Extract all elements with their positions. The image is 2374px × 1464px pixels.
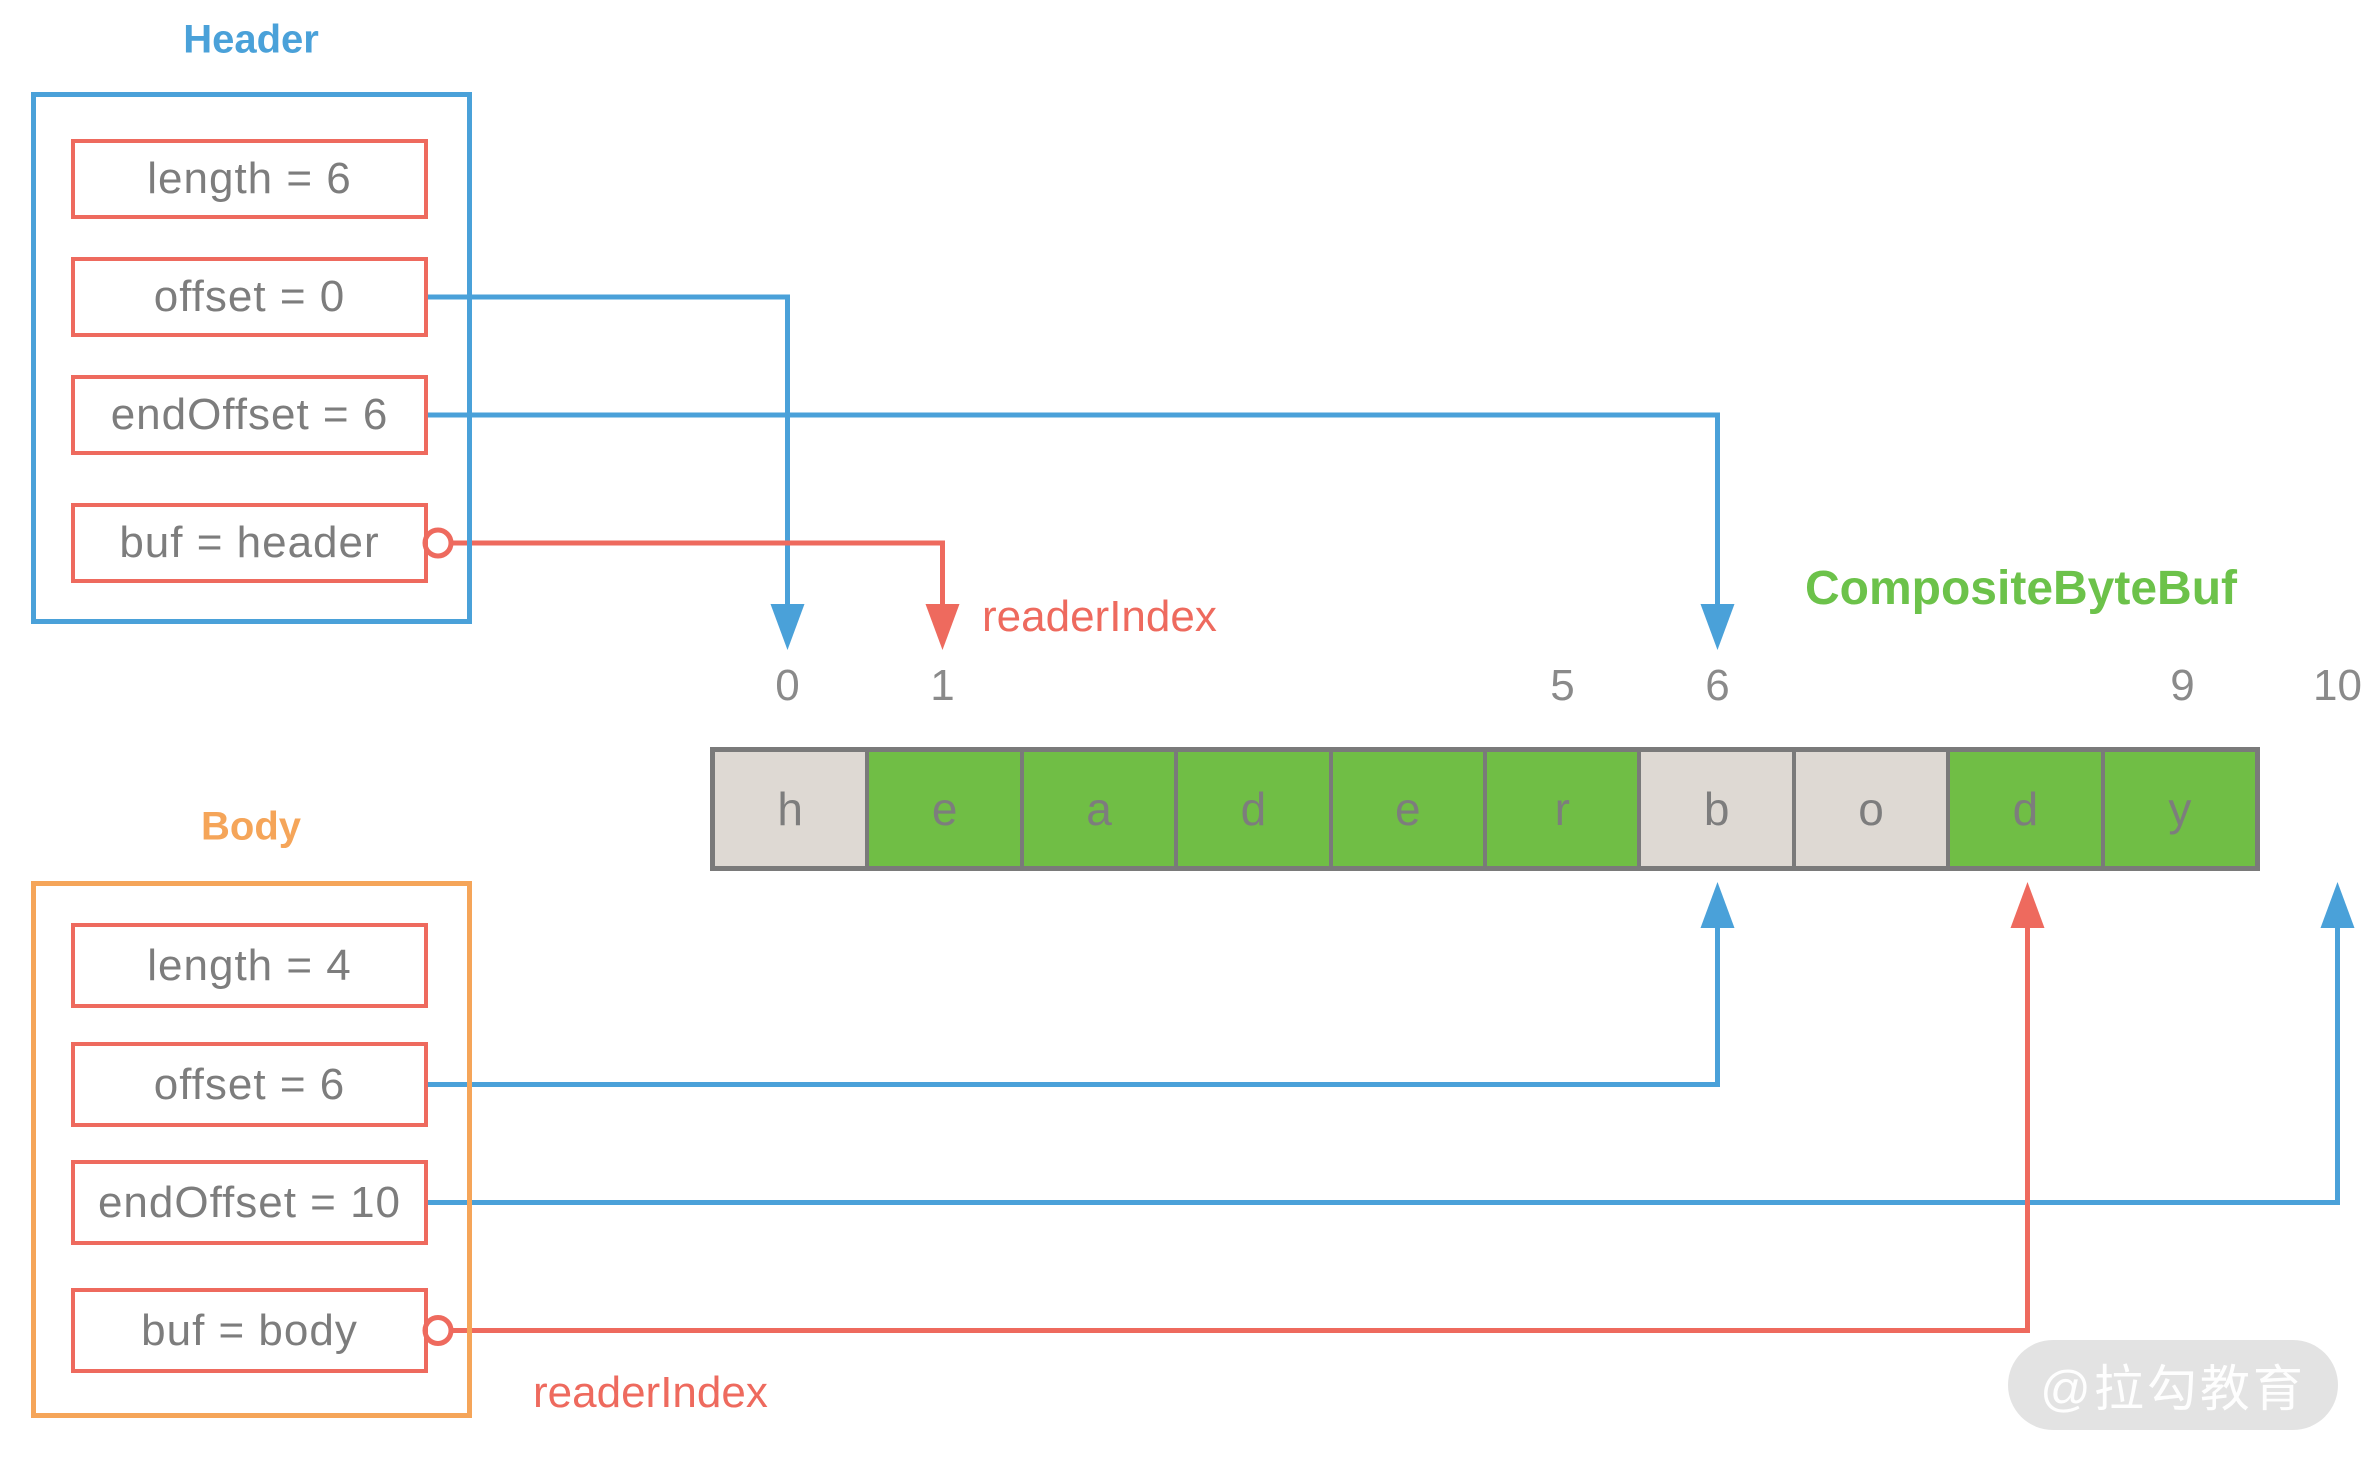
index-label-6: 6 — [1705, 661, 1730, 710]
array-cell-7: o — [1791, 752, 1947, 866]
arrowhead — [2010, 882, 2045, 928]
index-label-9: 9 — [2170, 661, 2195, 710]
index-label-1: 1 — [930, 661, 955, 710]
header-field-offset: offset = 0 — [71, 257, 428, 337]
array-cell-5: r — [1483, 752, 1638, 866]
arrowhead — [1700, 604, 1735, 650]
array-cell-8: d — [1946, 752, 2101, 866]
body-panel-title: Body — [201, 804, 301, 849]
arrowhead — [2320, 882, 2355, 928]
body-buf-readerindex-to-8-arrow — [422, 882, 2045, 1346]
header-endoffset-to-6-arrow — [428, 412, 1735, 650]
header-field-buf: buf = header — [71, 503, 428, 583]
body-endoffset-to-10-arrow — [428, 882, 2355, 1205]
array-cell-3: d — [1174, 752, 1329, 866]
index-label-10: 10 — [2313, 661, 2362, 710]
array-cell-2: a — [1019, 752, 1175, 866]
array-cell-0: h — [715, 752, 866, 866]
index-label-5: 5 — [1550, 661, 1575, 710]
watermark-badge: @拉勾教育 — [2008, 1340, 2338, 1430]
body-field-length: length = 4 — [71, 923, 428, 1008]
reader-index-label-top: readerIndex — [982, 592, 1217, 641]
header-panel-title: Header — [183, 17, 319, 62]
arrowhead — [770, 604, 805, 650]
arrowhead — [1700, 882, 1735, 928]
body-offset-to-6-arrow — [428, 882, 1735, 1087]
body-field-endOffset: endOffset = 10 — [71, 1160, 428, 1245]
body-panel — [31, 881, 472, 1418]
header-offset-to-0-arrow — [428, 294, 805, 650]
body-field-offset: offset = 6 — [71, 1042, 428, 1127]
array-cell-9: y — [2100, 752, 2256, 866]
header-field-length: length = 6 — [71, 139, 428, 219]
header-buf-readerindex-to-1-arrow — [422, 527, 960, 650]
index-label-0: 0 — [775, 661, 800, 710]
header-panel — [31, 92, 472, 624]
reader-index-label-bottom: readerIndex — [533, 1368, 768, 1417]
array-cell-6: b — [1637, 752, 1792, 866]
composite-bytebuf-label: CompositeByteBuf — [1805, 562, 2238, 615]
body-field-buf: buf = body — [71, 1288, 428, 1373]
arrowhead — [925, 604, 960, 650]
array-cell-4: e — [1328, 752, 1484, 866]
array-cell-1: e — [865, 752, 1020, 866]
header-field-endOffset: endOffset = 6 — [71, 375, 428, 455]
